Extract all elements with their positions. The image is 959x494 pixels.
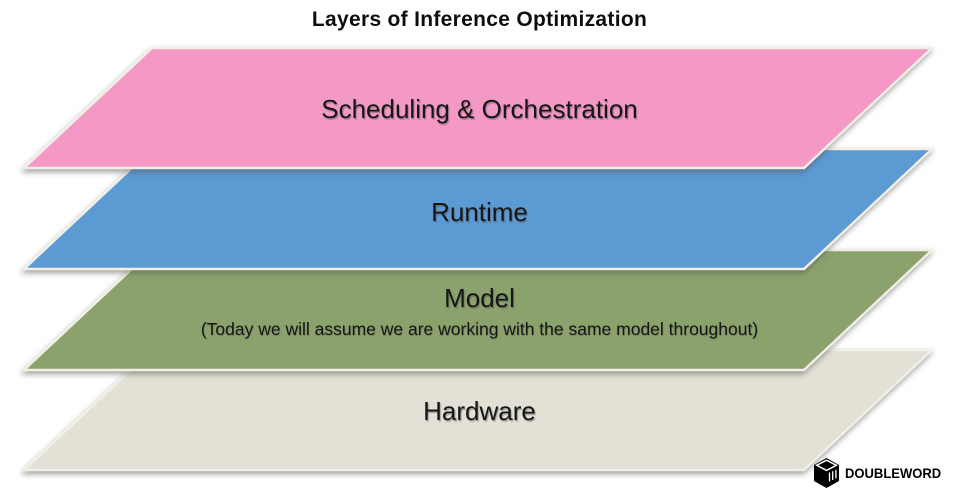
doubleword-logo-text: DOUBLEWORD [844, 465, 941, 481]
layer-scheduling-shape [20, 46, 936, 170]
doubleword-logo: DOUBLEWORD [813, 458, 948, 488]
cube-logo-icon [813, 458, 839, 488]
diagram-title: Layers of Inference Optimization [311, 8, 648, 31]
